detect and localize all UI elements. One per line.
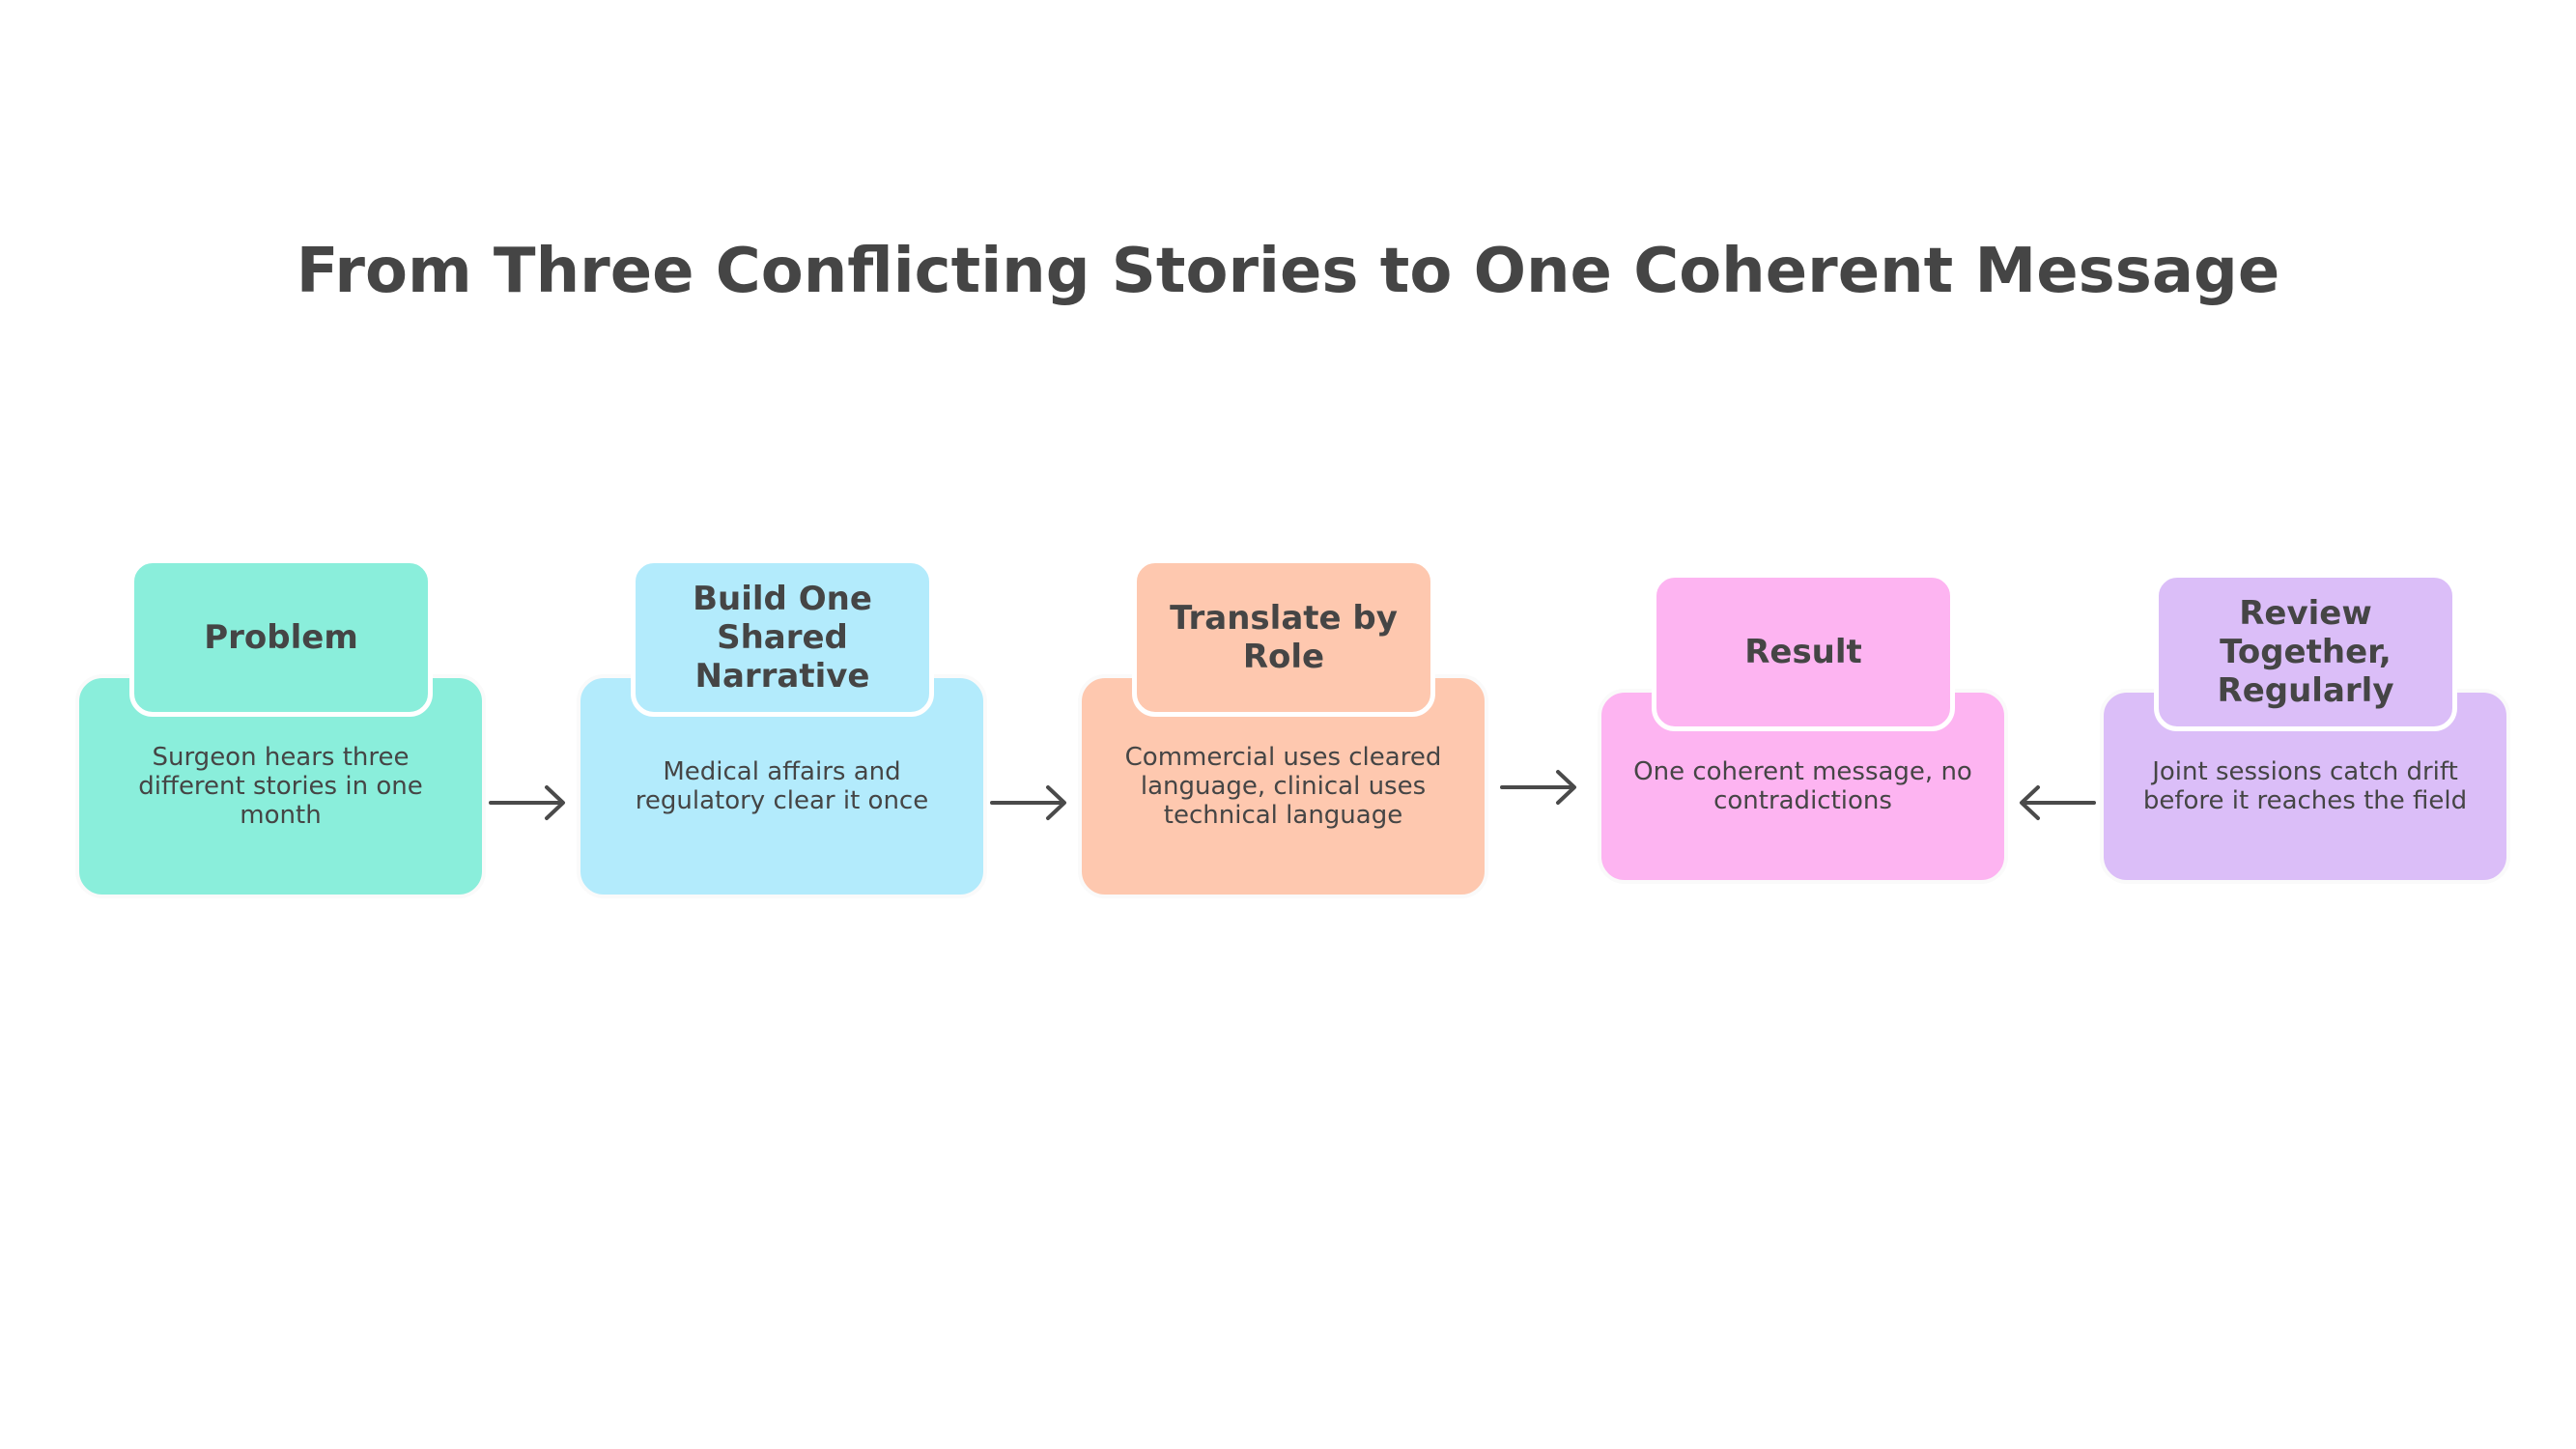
- step-review-together-description: Joint sessions catch drift before it rea…: [2142, 757, 2468, 815]
- step-problem-description: Surgeon hears three different stories in…: [138, 743, 423, 830]
- step-problem: Surgeon hears three different stories in…: [75, 558, 486, 898]
- step-review-together-header: Review Together, Regularly: [2154, 573, 2457, 731]
- step-translate-by-role: Commercial uses cleared language, clinic…: [1078, 558, 1488, 898]
- arrow-left-icon: [2020, 785, 2096, 820]
- step-result-description: One coherent message, no contradictions: [1633, 757, 1972, 815]
- arrow-right-icon: [489, 785, 565, 820]
- step-problem-header: Problem: [129, 558, 433, 717]
- diagram-title: From Three Conflicting Stories to One Co…: [296, 236, 2280, 307]
- step-translate-by-role-header: Translate by Role: [1132, 558, 1435, 717]
- arrow-right-icon: [1500, 770, 1576, 805]
- step-build-narrative-label: Build One Shared Narrative: [693, 580, 872, 696]
- step-result-label: Result: [1744, 633, 1862, 671]
- arrow-right-icon: [990, 785, 1066, 820]
- step-translate-by-role-label: Translate by Role: [1170, 599, 1398, 676]
- step-problem-label: Problem: [204, 618, 358, 657]
- step-build-narrative-description: Medical affairs and regulatory clear it …: [635, 757, 929, 815]
- step-result: One coherent message, no contradictions …: [1598, 573, 2008, 884]
- step-result-header: Result: [1652, 573, 1955, 731]
- step-review-together: Joint sessions catch drift before it rea…: [2100, 573, 2510, 884]
- step-build-narrative: Medical affairs and regulatory clear it …: [577, 558, 987, 898]
- step-review-together-label: Review Together, Regularly: [2217, 594, 2394, 710]
- step-translate-by-role-description: Commercial uses cleared language, clinic…: [1124, 743, 1442, 830]
- step-build-narrative-header: Build One Shared Narrative: [631, 558, 934, 717]
